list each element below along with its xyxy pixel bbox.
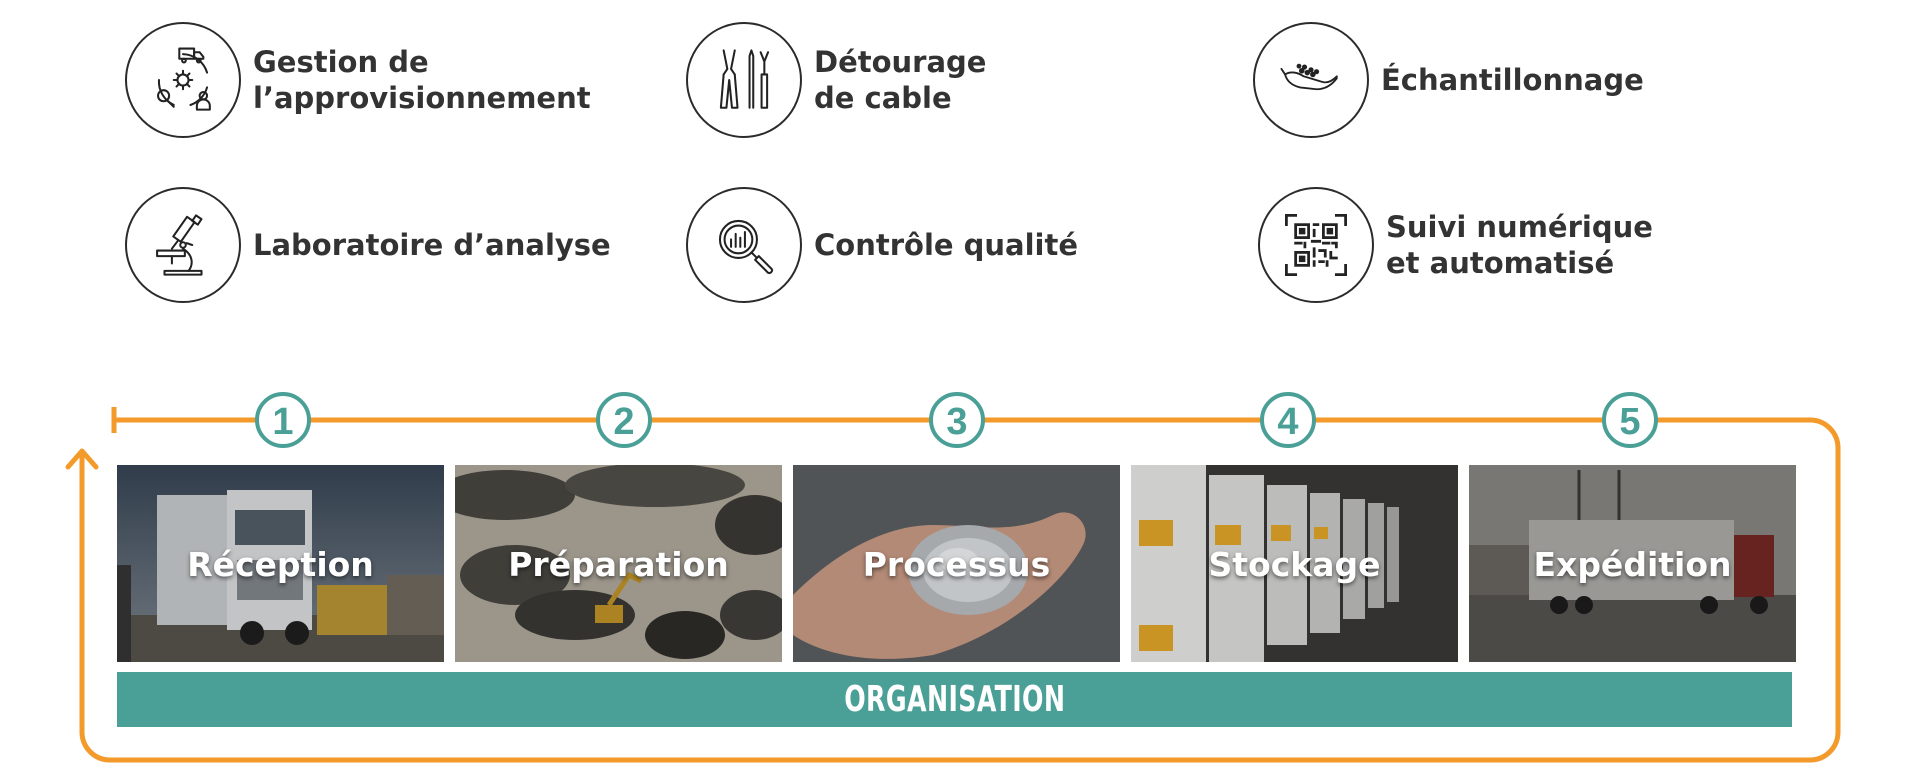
stage-tile-reception: Réception [117,465,444,662]
step-number: 4 [1277,401,1298,443]
step-number: 5 [1619,401,1640,443]
stage-label: Préparation [508,545,729,584]
supply-chain-icon [125,22,241,138]
stage-label: Réception [187,545,374,584]
feature-label: Gestion de l’approvisionnement [253,45,591,115]
lorry-photo [1469,465,1796,662]
organisation-label: ORGANISATION [843,679,1066,720]
step-number: 2 [613,401,634,443]
stage-tile-stockage: Stockage [1131,465,1458,662]
qr-code-icon [1258,187,1374,303]
step-marker-3: 3 [929,392,985,448]
step-marker-4: 4 [1260,392,1316,448]
step-number: 1 [272,401,293,443]
step-marker-1: 1 [255,392,311,448]
feature-label: Contrôle qualité [814,228,1079,262]
stage-label: Processus [862,545,1051,584]
step-number: 3 [946,401,967,443]
feature-label: Échantillonnage [1381,63,1644,97]
truck-photo [117,465,444,662]
stage-label: Expédition [1533,545,1732,584]
step-marker-5: 5 [1602,392,1658,448]
hand-sample-icon [1253,22,1369,138]
feature-label: Détourage de cable [814,45,987,115]
feature-digital-tracking: Suivi numérique et automatisé [1258,185,1653,305]
loop-arrow-head [65,448,99,470]
granules-in-hand-photo [793,465,1120,662]
scrap-yard-photo [455,465,782,662]
feature-lab-analysis: Laboratoire d’analyse [125,185,611,305]
organisation-bar: ORGANISATION [117,672,1792,727]
stage-tile-preparation: Préparation [455,465,782,662]
step-marker-2: 2 [596,392,652,448]
feature-label: Suivi numérique et automatisé [1386,210,1653,280]
feature-sampling: Échantillonnage [1253,20,1644,140]
warehouse-bags-photo [1131,465,1458,662]
feature-label: Laboratoire d’analyse [253,228,611,262]
feature-quality-control: Contrôle qualité [686,185,1078,305]
magnifier-chart-icon [686,187,802,303]
cable-stripping-tools-icon [686,22,802,138]
process-loop-line [79,417,1841,763]
microscope-icon [125,187,241,303]
stage-tile-processus: Processus [793,465,1120,662]
stage-label: Stockage [1208,545,1381,584]
stage-tile-expedition: Expédition [1469,465,1796,662]
feature-supply-management: Gestion de l’approvisionnement [125,20,591,140]
feature-cable-stripping: Détourage de cable [686,20,986,140]
